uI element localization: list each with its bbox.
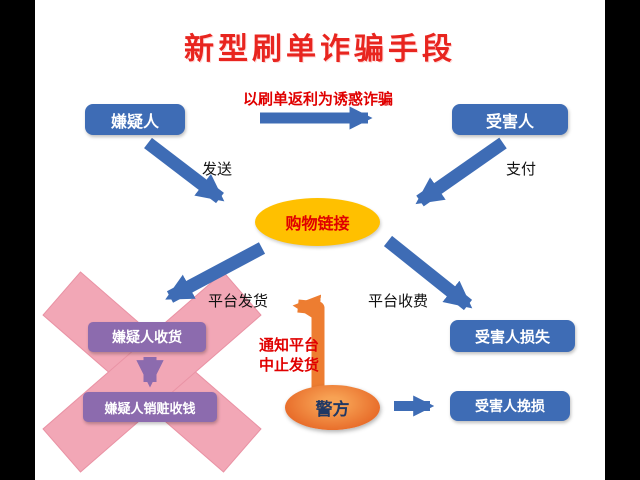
node-shopping-link: 购物链接 — [255, 198, 380, 246]
notify-label: 通知平台 中止发货 — [248, 336, 330, 376]
notify-line-2: 中止发货 — [258, 357, 319, 374]
node-victim-loss: 受害人损失 — [450, 320, 575, 352]
node-victim: 受害人 — [452, 104, 568, 135]
node-victim-recover: 受害人挽损 — [450, 391, 570, 421]
diagram-title: 新型刷单诈骗手段 — [184, 33, 456, 66]
pay-label: 支付 — [506, 161, 537, 178]
node-suspect: 嫌疑人 — [85, 104, 185, 135]
node-police: 警方 — [285, 385, 380, 430]
notify-line-1: 通知平台 — [258, 337, 319, 354]
node-suspect-receive: 嫌疑人收货 — [88, 322, 206, 352]
platform-charge-label: 平台收费 — [368, 293, 429, 310]
node-suspect-sell: 嫌疑人销赃收钱 — [83, 392, 217, 422]
send-label: 发送 — [202, 161, 233, 178]
lure-label: 以刷单返利为诱惑诈骗 — [243, 91, 394, 108]
platform-ship-label: 平台发货 — [208, 293, 269, 310]
